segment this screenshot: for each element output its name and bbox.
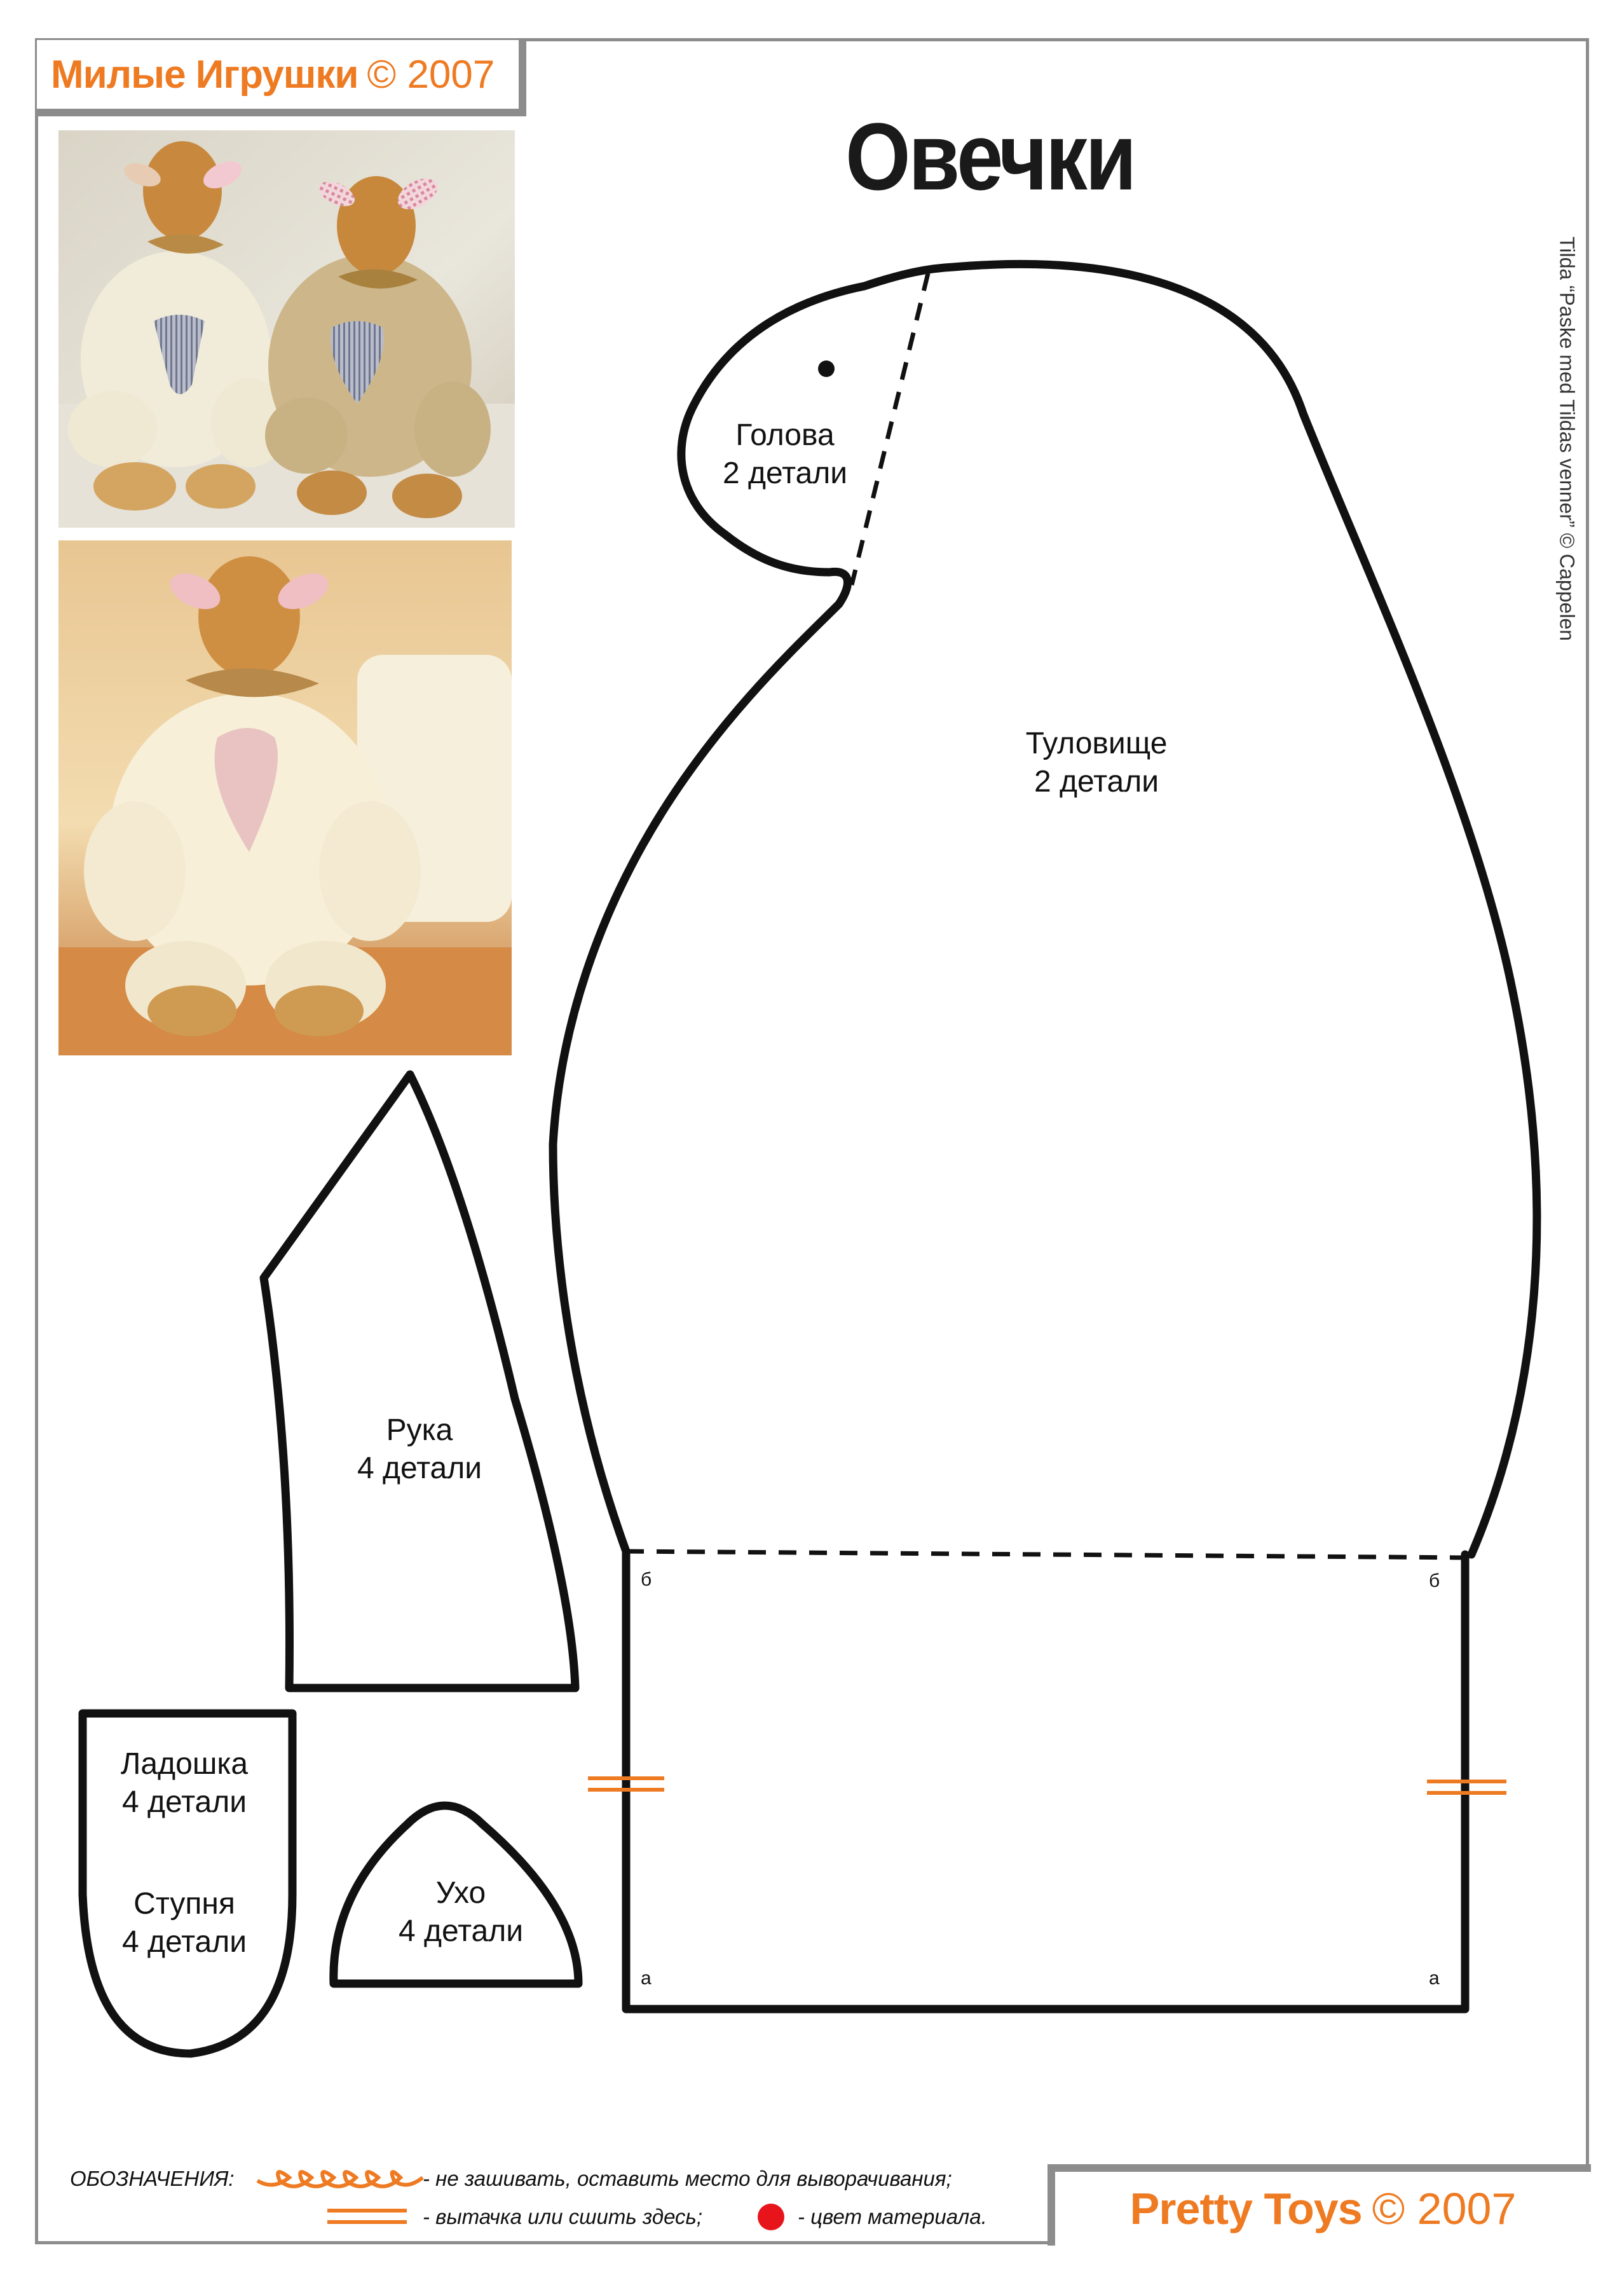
footer-brand: Pretty Toys [1129, 2184, 1363, 2233]
header-copyright: © 2007 [367, 52, 495, 97]
palm-label: Ладошка 4 детали [95, 1745, 273, 1822]
ear-outline [329, 1801, 583, 1988]
palm-name: Ладошка [120, 1747, 249, 1781]
footer-copyright: © 2007 [1372, 2184, 1517, 2233]
body-label: Туловище 2 детали [992, 725, 1201, 801]
legend-opening-text: - не зашивать, оставить место для вывора… [423, 2167, 952, 2190]
arm-count: 4 детали [357, 1451, 482, 1485]
legend-opening-symbol [256, 2170, 424, 2188]
eye-dot [818, 360, 835, 377]
foot-label: Ступня 4 детали [95, 1885, 273, 1961]
head-count: 2 детали [722, 456, 848, 490]
header-brand-box: Милые Игрушки © 2007 [37, 40, 526, 116]
footer-brand-box: Pretty Toys © 2007 [1047, 2164, 1591, 2246]
header-brand: Милые Игрушки [51, 52, 359, 97]
body-name: Туловище [1025, 727, 1168, 760]
ear-name: Ухо [435, 1876, 486, 1910]
body-seam-dashed [625, 1549, 1469, 1560]
arm-outline [259, 1070, 580, 1692]
head-seam-dashed [849, 273, 931, 586]
legend-color-text: - цвет материала. [798, 2205, 987, 2228]
body-count: 2 детали [1034, 765, 1159, 799]
mark-a-right: а [1429, 1968, 1440, 1989]
legend: ОБОЗНАЧЕНИЯ: - не зашивать, оставить мес… [70, 2162, 1049, 2244]
palm-foot-outline [78, 1709, 297, 2058]
body-bottom-outline [622, 1547, 1470, 2014]
single-sheep-illustration [58, 540, 512, 1055]
ear-count: 4 детали [398, 1914, 524, 1948]
palm-count: 4 детали [121, 1785, 247, 1819]
body-outline [549, 259, 1541, 1559]
single-sheep-photo [58, 540, 512, 1055]
legend-dart-text: - вытачка или сшить здесь; [423, 2205, 703, 2228]
head-name: Голова [735, 418, 835, 452]
head-label: Голова 2 детали [699, 416, 871, 493]
mark-a-left: а [641, 1968, 652, 1989]
mark-b-right: б [1429, 1570, 1440, 1591]
legend-label: ОБОЗНАЧЕНИЯ: [70, 2167, 235, 2190]
foot-name: Ступня [133, 1887, 235, 1921]
arm-label: Рука 4 детали [331, 1411, 508, 1488]
two-sheep-photo [58, 130, 515, 528]
mark-b-left: б [641, 1569, 652, 1590]
arm-name: Рука [386, 1413, 453, 1447]
page-frame [35, 38, 1589, 2244]
foot-count: 4 детали [121, 1925, 247, 1959]
legend-color-dot [758, 2204, 784, 2230]
ear-label: Ухо 4 детали [372, 1874, 550, 1951]
two-sheep-illustration [58, 130, 515, 528]
page-title: Овечки [845, 103, 1136, 210]
